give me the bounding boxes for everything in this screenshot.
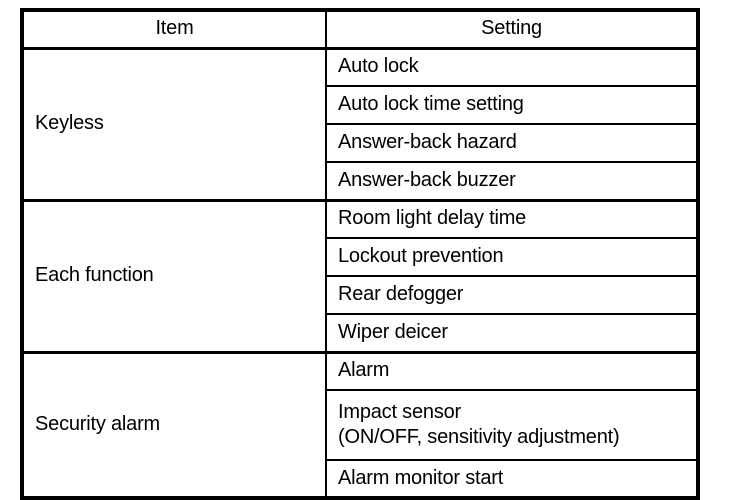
- item-group-label: Security alarm: [21, 350, 327, 499]
- setting-text-line: Rear defogger: [338, 283, 464, 306]
- setting-cell: Alarm: [325, 350, 699, 391]
- setting-text-line: (ON/OFF, sensitivity adjustment): [338, 426, 620, 448]
- table-row: Lockout prevention: [22, 237, 699, 277]
- table-row: Wiper deicer: [22, 313, 699, 353]
- setting-cell: Auto lock: [325, 46, 699, 87]
- setting-cell: Answer-back buzzer: [325, 161, 699, 201]
- setting-cell: Alarm monitor start: [325, 459, 699, 499]
- setting-text-line: Alarm: [338, 359, 390, 382]
- item-group-label: Each function: [21, 198, 327, 353]
- setting-text-line: Wiper deicer: [338, 320, 448, 343]
- setting-cell: Wiper deicer: [325, 313, 699, 353]
- setting-cell: Answer-back hazard: [325, 123, 699, 163]
- column-header-setting: Setting: [325, 9, 699, 50]
- table-row: Each function Room light delay time: [21, 198, 699, 353]
- table-header: Item Setting: [21, 9, 699, 50]
- setting-cell: Rear defogger: [325, 275, 699, 315]
- setting-text-line: Answer-back buzzer: [338, 168, 516, 191]
- setting-text-line: Auto lock: [338, 55, 419, 78]
- table-row: Auto lock time setting: [22, 85, 699, 125]
- table-row: Alarm monitor start: [22, 459, 699, 499]
- setting-text-line: Answer-back hazard: [338, 131, 517, 154]
- setting-cell: Lockout prevention: [325, 237, 699, 277]
- item-group-label: Keyless: [21, 46, 327, 201]
- setting-text-line: Auto lock time setting: [338, 93, 524, 116]
- column-header-item: Item: [21, 9, 327, 50]
- table-row: Impact sensor (ON/OFF, sensitivity adjust…: [22, 389, 699, 461]
- table-row: Security alarm Alarm: [21, 350, 699, 499]
- setting-text-line: Room light delay time: [338, 207, 527, 230]
- setting-cell: Impact sensor (ON/OFF, sensitivity adjust…: [325, 389, 699, 461]
- table-row: Keyless Auto lock: [21, 46, 699, 201]
- setting-text-line: Lockout prevention: [338, 245, 504, 268]
- table-row: Answer-back buzzer: [22, 161, 699, 201]
- setting-cell: Room light delay time: [325, 198, 699, 239]
- table-row: Answer-back hazard: [22, 123, 699, 163]
- table-row: Rear defogger: [22, 275, 699, 315]
- setting-cell: Auto lock time setting: [325, 85, 699, 125]
- setting-text-line: Impact sensor: [338, 401, 462, 423]
- table-header-row: Item Setting: [21, 9, 699, 50]
- setting-text-line: Alarm monitor start: [338, 466, 504, 489]
